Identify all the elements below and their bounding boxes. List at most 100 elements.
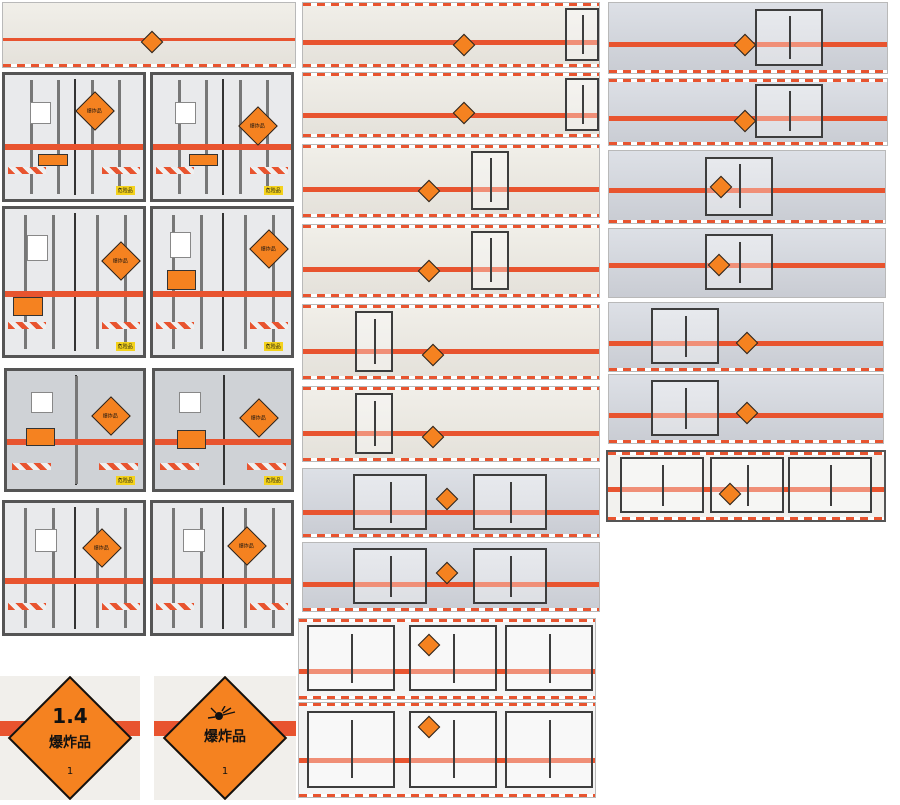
side-panel-mid-2 xyxy=(302,72,600,138)
hazard-label: 爆炸品 xyxy=(94,545,110,552)
side-panel-top-left xyxy=(2,2,296,68)
hazard-diamond-icon xyxy=(417,179,441,203)
reflective-stripe xyxy=(303,266,599,272)
side-door xyxy=(307,710,395,788)
vehicle-info-chart xyxy=(31,392,53,414)
vehicle-info-chart xyxy=(35,529,57,552)
side-door xyxy=(788,457,872,514)
reflective-stripe xyxy=(153,578,291,585)
vehicle-info-chart xyxy=(179,392,201,414)
side-panel-right-2 xyxy=(608,78,888,146)
reflective-edge xyxy=(3,64,295,67)
explosion-icon xyxy=(207,705,236,720)
hazard-diamond-icon xyxy=(421,343,445,367)
warning-plate xyxy=(38,154,68,167)
hazard-diamond-icon xyxy=(735,401,759,425)
rear-doors-3: 爆炸品 危险品 xyxy=(2,206,146,358)
reflective-stripe xyxy=(608,487,884,493)
reflective-stripe xyxy=(303,431,599,437)
side-door xyxy=(409,625,497,691)
side-door xyxy=(620,457,704,514)
side-panel-mid-6 xyxy=(302,386,600,462)
hazard-label: 爆炸品 xyxy=(261,246,277,253)
hazard-diamond-icon xyxy=(435,561,459,585)
hazard-class-text: 爆炸品 xyxy=(204,729,246,745)
reflective-stripe xyxy=(303,582,599,588)
hazard-diamond-icon xyxy=(140,30,164,54)
hazard-diamond-icon: 爆炸品 xyxy=(227,525,267,566)
rear-doors-6: 爆炸品 危险品 xyxy=(152,368,294,492)
hazard-sign-explosion: 爆炸品 1 xyxy=(154,676,296,800)
hazard-diamond-icon: 爆炸品 xyxy=(249,229,289,270)
reflective-stripe xyxy=(5,144,143,151)
rear-doors-7: 爆炸品 xyxy=(2,500,146,636)
dangerous-goods-tag: 危险品 xyxy=(115,341,135,351)
reflective-stripe xyxy=(153,144,291,151)
hazard-diamond-icon xyxy=(735,331,759,355)
hazard-diamond-icon xyxy=(733,109,757,133)
rear-doors-5: 爆炸品 危险品 xyxy=(4,368,146,492)
side-panel-mid-7 xyxy=(302,468,600,538)
hazard-diamond-icon xyxy=(421,425,445,449)
hazard-label: 爆炸品 xyxy=(113,258,129,265)
hazard-diamond-icon xyxy=(435,487,459,511)
side-door xyxy=(651,380,719,437)
reflective-stripe xyxy=(303,509,599,515)
side-panel-mid-1 xyxy=(302,2,600,68)
side-panel-right-6 xyxy=(608,374,884,444)
side-door xyxy=(565,8,599,61)
side-door xyxy=(651,308,719,365)
rear-doors-1: 爆炸品 危险品 xyxy=(2,72,146,202)
rear-doors-8: 爆炸品 xyxy=(150,500,294,636)
hazard-label: 爆炸品 xyxy=(251,415,267,422)
hazard-diamond-icon: 爆炸品 xyxy=(238,106,278,146)
reflective-stripe xyxy=(609,263,885,268)
warning-plate xyxy=(166,270,197,290)
hazard-diamond-icon: 爆炸品 xyxy=(90,395,131,436)
dangerous-goods-tag: 危险品 xyxy=(263,476,283,486)
reflective-stripe xyxy=(303,112,599,118)
side-door xyxy=(505,710,593,788)
side-panel-mid-9 xyxy=(298,618,596,700)
side-panel-mid-10 xyxy=(298,702,596,798)
vehicle-info-chart xyxy=(29,102,52,125)
reflective-stripe xyxy=(155,439,291,446)
side-panel-right-7 xyxy=(606,450,886,522)
chevron-stripe xyxy=(7,167,47,175)
warning-plate xyxy=(26,427,56,447)
hazard-class-text: 爆炸品 xyxy=(49,735,91,751)
hazard-diamond-icon: 爆炸品 xyxy=(75,91,115,132)
hazard-diamond-icon xyxy=(733,33,757,57)
side-door xyxy=(471,230,509,290)
side-door xyxy=(355,392,393,454)
reflective-stripe xyxy=(609,188,885,194)
class-number: 1 xyxy=(66,766,74,777)
side-panel-right-1 xyxy=(608,2,888,74)
side-door xyxy=(471,150,509,210)
reflective-stripe xyxy=(5,290,143,297)
reflective-stripe xyxy=(299,757,595,763)
dangerous-goods-tag: 危险品 xyxy=(115,476,135,486)
vehicle-info-chart xyxy=(27,235,49,261)
division-number: 1.4 xyxy=(52,704,88,728)
hazard-label: 爆炸品 xyxy=(103,413,119,420)
reflective-stripe xyxy=(303,349,599,355)
reflective-stripe xyxy=(5,578,143,585)
side-door xyxy=(565,78,599,131)
warning-plate xyxy=(13,296,43,317)
vehicle-info-chart xyxy=(169,232,191,258)
reflective-stripe xyxy=(299,668,595,674)
warning-plate xyxy=(176,430,206,449)
hazard-label: 爆炸品 xyxy=(250,123,266,130)
side-door xyxy=(473,548,547,605)
class-number: 1 xyxy=(221,766,229,777)
hazard-diamond-icon xyxy=(452,33,476,57)
side-panel-right-3 xyxy=(608,150,886,224)
warning-plate xyxy=(188,154,219,167)
center-seam xyxy=(74,78,76,196)
reflective-stripe xyxy=(303,40,599,46)
side-panel-mid-4 xyxy=(302,224,600,298)
reflective-stripe xyxy=(7,439,143,446)
hazard-diamond-icon: 爆炸品 xyxy=(101,241,141,281)
dangerous-goods-tag: 危险品 xyxy=(115,186,135,196)
